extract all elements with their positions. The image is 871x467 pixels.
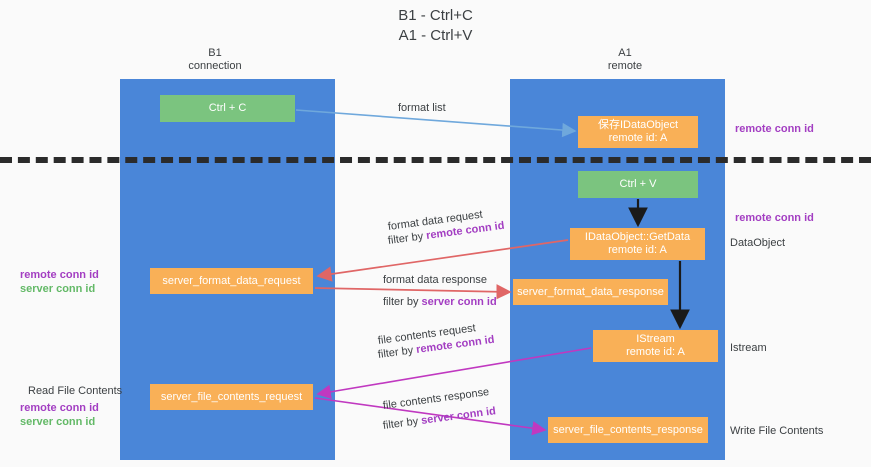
node-server-file-contents-response[interactable]: server_file_contents_response <box>548 417 708 443</box>
lane-header-b1: B1 connection <box>188 47 242 72</box>
annotation-istream: Istream <box>730 342 767 354</box>
filter-prefix: filter by <box>383 296 422 308</box>
node-server-format-data-request-label: server_format_data_request <box>162 274 301 287</box>
node-server-format-data-request[interactable]: server_format_data_request <box>150 268 313 294</box>
node-istream-line1: IStream <box>636 333 675 345</box>
node-getdata-line1: IDataObject::GetData <box>584 231 691 243</box>
section-divider <box>0 157 871 163</box>
node-server-format-data-response[interactable]: server_format_data_response <box>513 279 668 305</box>
server-conn-id-token: server conn id <box>420 405 497 427</box>
page-title: B1 - Ctrl+C A1 - Ctrl+V <box>398 7 473 44</box>
lane-header-a1: A1 remote <box>607 47 643 72</box>
node-server-file-contents-response-label: server_file_contents_response <box>553 423 703 436</box>
annotation-conn-ids-top: remote conn id server conn id <box>20 268 130 296</box>
annotation-remote-conn-id-mid: remote conn id <box>735 212 814 224</box>
annotation-dataobject: DataObject <box>730 237 786 249</box>
node-idataobject-getdata[interactable]: IDataObject::GetData remote id: A <box>570 228 705 260</box>
node-save-dataobject-line1: 保存IDataObject <box>597 119 679 131</box>
annotation-remote-conn-id: remote conn id <box>20 269 99 281</box>
node-save-dataobject-line2: remote id: A <box>608 132 668 144</box>
node-ctrl-c[interactable]: Ctrl + C <box>160 95 295 122</box>
annotation-server-conn-id: server conn id <box>20 416 96 428</box>
annotation-conn-ids-bottom: remote conn id server conn id <box>20 401 130 429</box>
edge-label-file-contents-request: file contents request filter by remote c… <box>377 322 523 362</box>
node-istream-line2: remote id: A <box>626 346 685 358</box>
filter-prefix: filter by <box>387 230 427 247</box>
annotation-server-conn-id: server conn id <box>20 283 96 295</box>
node-ctrl-v[interactable]: Ctrl + V <box>578 171 698 198</box>
server-conn-id-token: server conn id <box>421 296 497 308</box>
annotation-remote-conn-id-top: remote conn id <box>735 123 814 135</box>
node-server-file-contents-request[interactable]: server_file_contents_request <box>150 384 313 410</box>
annotation-write-file-contents: Write File Contents <box>730 425 824 437</box>
annotation-remote-conn-id: remote conn id <box>20 402 99 414</box>
node-getdata-line2: remote id: A <box>608 244 667 256</box>
edge-label-format-data-request: format data request filter by remote con… <box>387 209 528 248</box>
annotation-read-file-contents: Read File Contents <box>28 385 123 397</box>
node-istream[interactable]: IStream remote id: A <box>593 330 718 362</box>
node-server-file-contents-request-label: server_file_contents_request <box>160 390 303 403</box>
edge-label-format-data-response-line2: filter by server conn id <box>383 295 533 309</box>
edge-label-format-data-response: format data response filter by server co… <box>383 273 533 309</box>
node-server-format-data-response-label: server_format_data_response <box>517 285 664 298</box>
edge-label-file-contents-response: file contents response filter by server … <box>382 386 533 433</box>
node-save-dataobject[interactable]: 保存IDataObject remote id: A <box>578 116 698 148</box>
filter-prefix: filter by <box>382 415 422 432</box>
node-ctrl-v-label: Ctrl + V <box>619 178 657 190</box>
node-ctrl-c-label: Ctrl + C <box>208 102 247 114</box>
filter-prefix: filter by <box>377 344 417 361</box>
edge-label-format-data-response-line1: format data response <box>383 274 487 286</box>
edge-label-format-list: format list <box>398 102 446 114</box>
